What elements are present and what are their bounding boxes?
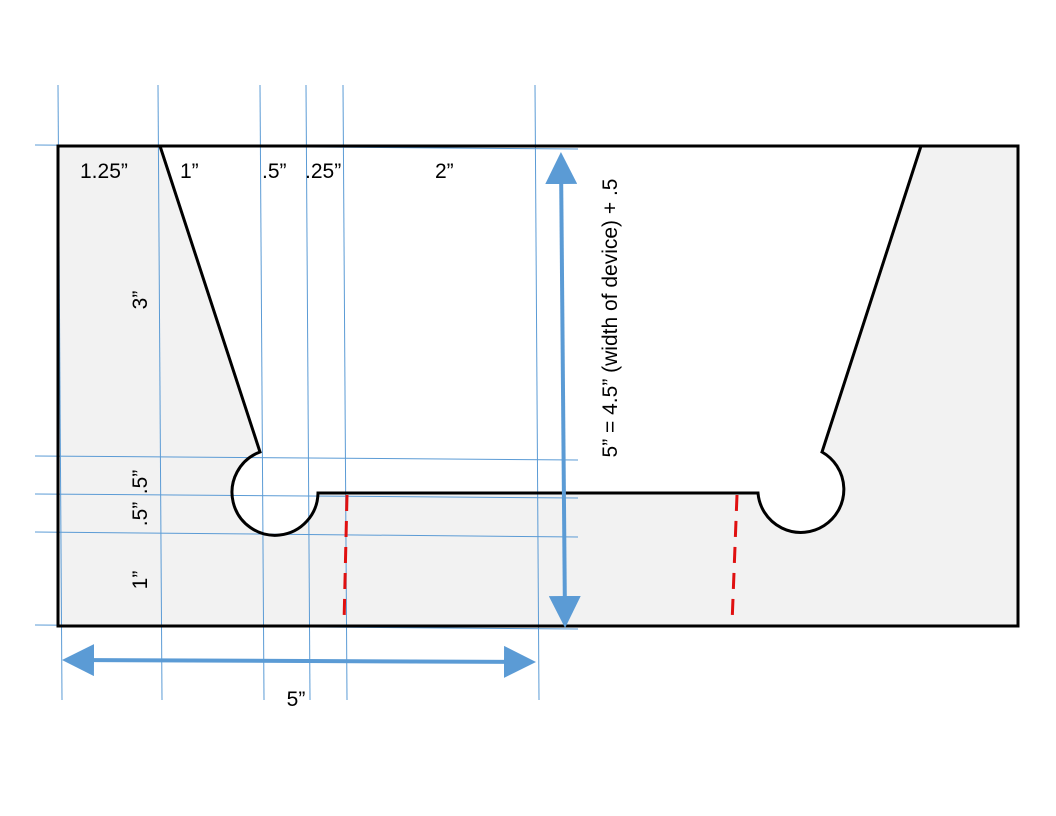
label-width-0-25: .25” bbox=[305, 160, 341, 183]
guide-horizontal-3 bbox=[34, 493, 579, 499]
guide-vertical-4 bbox=[305, 84, 311, 701]
cut-lines bbox=[342, 494, 739, 625]
dimension-labels: 1.25” 1” .5” .25” 2” 3” .5” .5” 1” 5” 5”… bbox=[80, 160, 622, 711]
left-notch-outline bbox=[158, 145, 923, 537]
cut-line-left bbox=[342, 494, 349, 625]
label-total-height: 5” = 4.5” (width of device) + .5 bbox=[599, 179, 622, 458]
label-total-width: 5” bbox=[287, 688, 306, 711]
cutout-region bbox=[160, 146, 921, 536]
label-height-1: 1” bbox=[129, 571, 152, 590]
width-arrow-icon bbox=[62, 644, 536, 678]
guide-vertical-5 bbox=[342, 84, 348, 701]
outline bbox=[56, 144, 1020, 628]
label-height-0-5-upper: .5” bbox=[129, 470, 152, 495]
dimension-arrows bbox=[62, 152, 581, 678]
guide-horizontal-2 bbox=[34, 455, 579, 461]
label-height-3: 3” bbox=[129, 291, 152, 310]
height-arrow-icon bbox=[545, 152, 581, 628]
label-width-0-5: .5” bbox=[262, 160, 287, 183]
guide-vertical-2 bbox=[157, 84, 163, 701]
label-height-0-5-lower: .5” bbox=[129, 502, 152, 527]
label-width-1-25: 1.25” bbox=[80, 160, 128, 183]
panel-border bbox=[56, 144, 1020, 628]
cut-line-right bbox=[730, 494, 739, 625]
guide-horizontal-4 bbox=[34, 531, 579, 538]
guide-vertical-6 bbox=[534, 84, 540, 701]
guide-vertical-3 bbox=[259, 84, 265, 701]
label-width-1: 1” bbox=[180, 160, 199, 183]
label-width-2: 2” bbox=[435, 160, 454, 183]
